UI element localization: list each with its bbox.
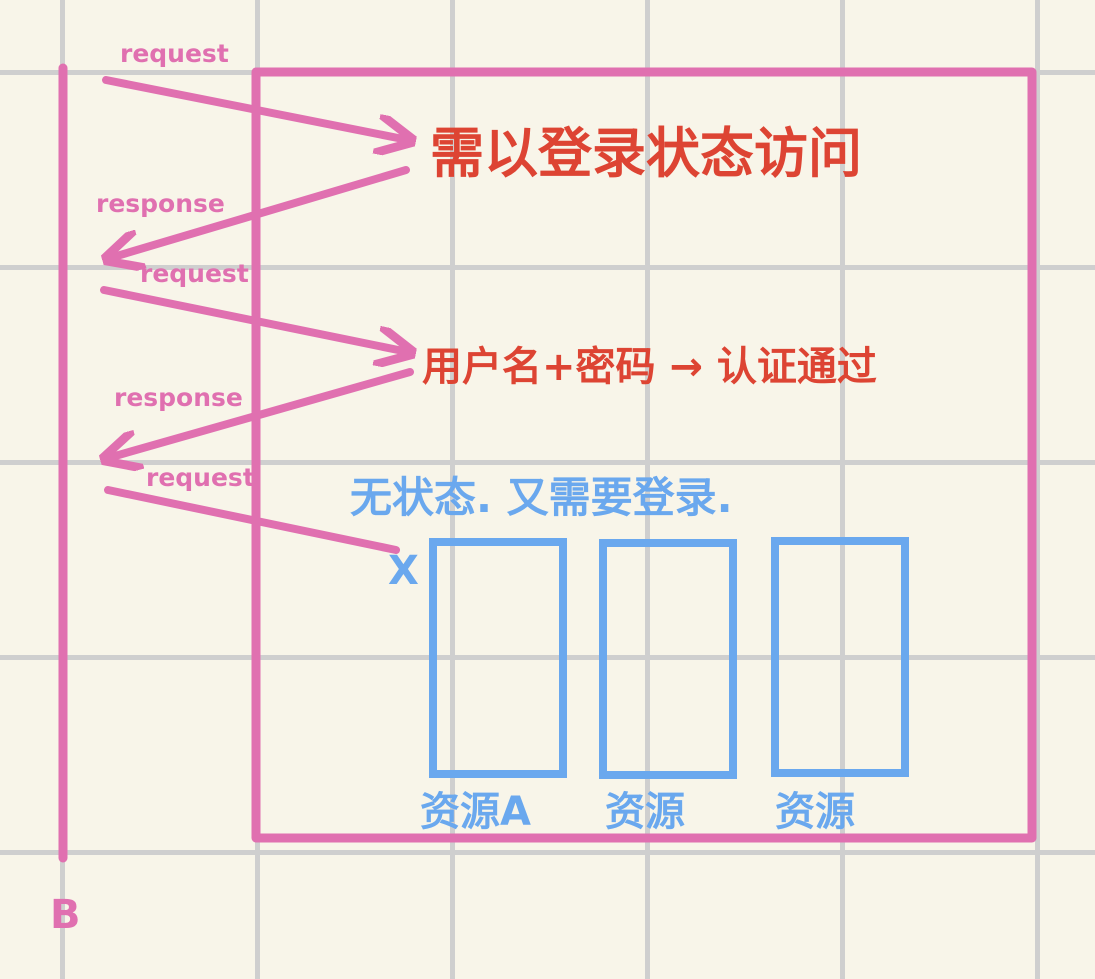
request-arrow-3	[104, 486, 400, 554]
request-label-2: request	[140, 259, 249, 288]
resource-box-c	[771, 537, 909, 777]
note-auth: 用户名+密码 → 认证通过	[422, 344, 877, 390]
lifeline-label: B	[50, 892, 81, 938]
note-needs-login: 需以登录状态访问	[430, 122, 862, 185]
note-stateless: 无状态. 又需要登录.	[350, 473, 733, 522]
rejected-mark: X	[388, 548, 419, 594]
server-boundary	[251, 67, 1037, 843]
request-label-3: request	[146, 463, 255, 492]
resource-box-a	[429, 538, 567, 778]
response-arrow-2	[108, 368, 414, 458]
response-arrow-1	[110, 166, 410, 258]
resource-box-b	[599, 539, 737, 779]
request-arrow-1	[102, 76, 408, 140]
response-label-2: response	[114, 383, 243, 412]
resource-label-c: 资源	[775, 789, 855, 835]
response-label-1: response	[96, 189, 225, 218]
resource-label-b: 资源	[605, 789, 685, 835]
request-arrow-2	[100, 286, 408, 352]
request-label-1: request	[120, 39, 229, 68]
resource-label-a: 资源A	[420, 789, 531, 835]
